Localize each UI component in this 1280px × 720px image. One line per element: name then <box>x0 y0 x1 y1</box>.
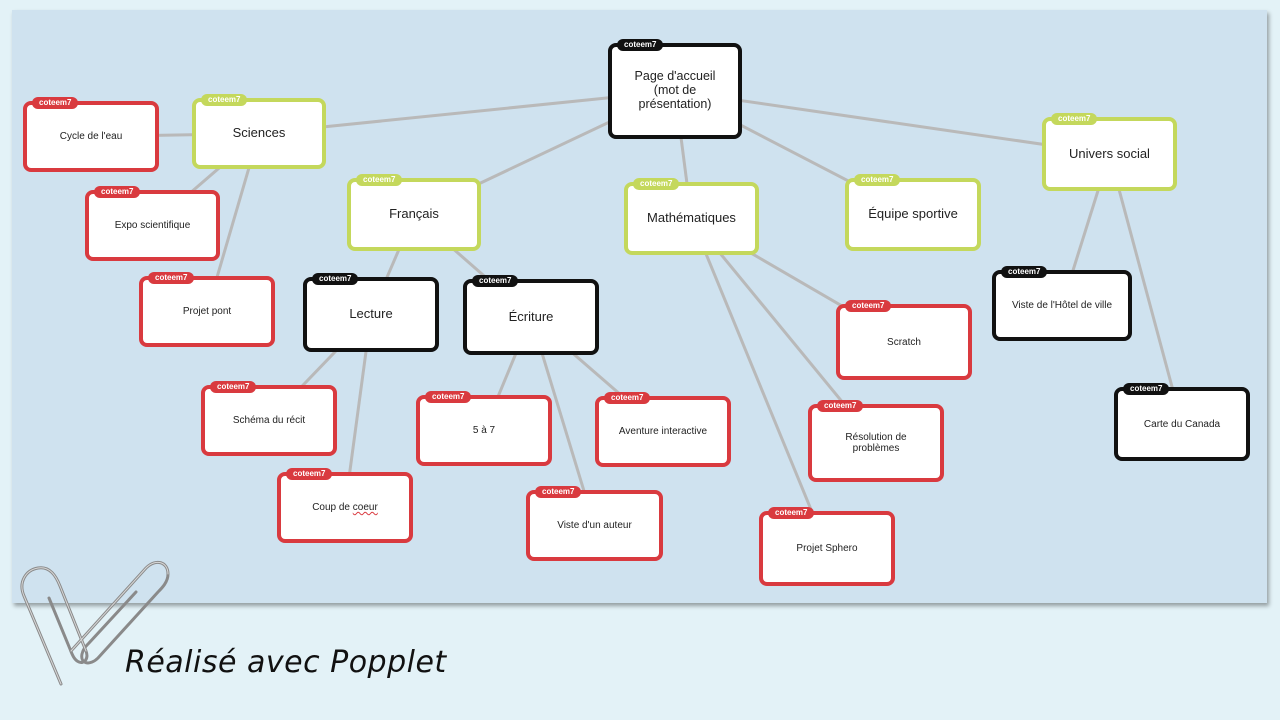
node-francais[interactable]: coteem7 Français <box>347 174 481 251</box>
node-tag: coteem7 <box>854 174 901 186</box>
credit-text: Réalisé avec Popplet <box>125 645 447 680</box>
node-mathematiques[interactable]: coteem7 Mathématiques <box>624 178 759 255</box>
node-schema-recit[interactable]: coteem7 Schéma du récit <box>201 381 337 456</box>
node-cycle-eau[interactable]: coteem7 Cycle de l'eau <box>23 97 159 172</box>
node-label: Viste de l'Hôtel de ville <box>1011 300 1113 311</box>
node-tag: coteem7 <box>1001 266 1048 278</box>
node-label: Aventure interactive <box>618 426 708 437</box>
node-tag: coteem7 <box>94 186 141 198</box>
node-tag: coteem7 <box>817 400 864 412</box>
node-tag: coteem7 <box>633 178 680 190</box>
node-tag: coteem7 <box>1051 113 1098 125</box>
edge-univers-canada <box>1108 153 1184 425</box>
node-coup-de-coeur[interactable]: coteem7 Coup de coeur <box>277 468 413 543</box>
node-tag: coteem7 <box>768 507 815 519</box>
paperclip-icon <box>20 560 170 686</box>
node-label: Équipe sportive <box>868 206 958 222</box>
node-carte-canada[interactable]: coteem7 Carte du Canada <box>1114 383 1250 461</box>
node-label: Écriture <box>508 308 554 324</box>
node-tag: coteem7 <box>425 391 472 403</box>
node-label: Viste d'un auteur <box>557 520 632 531</box>
node-projet-pont[interactable]: coteem7 Projet pont <box>139 272 275 347</box>
node-ecriture[interactable]: coteem7 Écriture <box>463 275 599 355</box>
node-equipe-sportive[interactable]: coteem7 Équipe sportive <box>845 174 981 251</box>
node-tag: coteem7 <box>356 174 403 186</box>
node-projet-sphero[interactable]: coteem7 Projet Sphero <box>759 507 895 586</box>
node-label: Français <box>389 206 439 222</box>
node-tag: coteem7 <box>286 468 333 480</box>
node-label: Schéma du récit <box>232 415 306 426</box>
node-tag: coteem7 <box>1123 383 1170 395</box>
node-tag: coteem7 <box>210 381 257 393</box>
node-scratch[interactable]: coteem7 Scratch <box>836 300 972 380</box>
node-label: 5 à 7 <box>472 425 496 436</box>
node-label: Expo scientifique <box>114 220 191 231</box>
node-visite-hotel-de-ville[interactable]: coteem7 Viste de l'Hôtel de ville <box>992 266 1132 341</box>
node-sciences[interactable]: coteem7 Sciences <box>192 94 326 169</box>
node-label: Lecture <box>349 306 393 322</box>
node-univers-social[interactable]: coteem7 Univers social <box>1042 113 1177 191</box>
node-5-a-7[interactable]: coteem7 5 à 7 <box>416 391 552 466</box>
node-tag: coteem7 <box>845 300 892 312</box>
edge-maths-sphero <box>690 217 829 550</box>
edge-accueil-univers <box>674 89 1110 156</box>
node-label: Cycle de l'eau <box>59 131 123 142</box>
node-label: Sciences <box>232 125 286 141</box>
node-label: Carte du Canada <box>1143 418 1221 430</box>
node-label: Scratch <box>887 336 921 348</box>
node-expo-scientifique[interactable]: coteem7 Expo scientifique <box>85 186 220 261</box>
node-label: Univers social <box>1069 145 1150 161</box>
node-aventure-interactive[interactable]: coteem7 Aventure interactive <box>595 392 731 467</box>
node-label: Projet Sphero <box>796 543 858 554</box>
node-tag: coteem7 <box>201 94 248 106</box>
node-label: Mathématiques <box>647 210 736 226</box>
node-lecture[interactable]: coteem7 Lecture <box>303 273 439 352</box>
node-tag: coteem7 <box>617 39 664 51</box>
node-visite-auteur[interactable]: coteem7 Viste d'un auteur <box>526 486 663 561</box>
node-label: Coup de coeur <box>312 502 378 513</box>
node-tag: coteem7 <box>312 273 359 285</box>
node-tag: coteem7 <box>604 392 651 404</box>
node-tag: coteem7 <box>535 486 582 498</box>
node-tag: coteem7 <box>32 97 79 109</box>
node-label: Projet pont <box>182 306 232 317</box>
edge-accueil-sciences <box>258 89 676 135</box>
node-tag: coteem7 <box>472 275 519 287</box>
node-tag: coteem7 <box>148 272 195 284</box>
